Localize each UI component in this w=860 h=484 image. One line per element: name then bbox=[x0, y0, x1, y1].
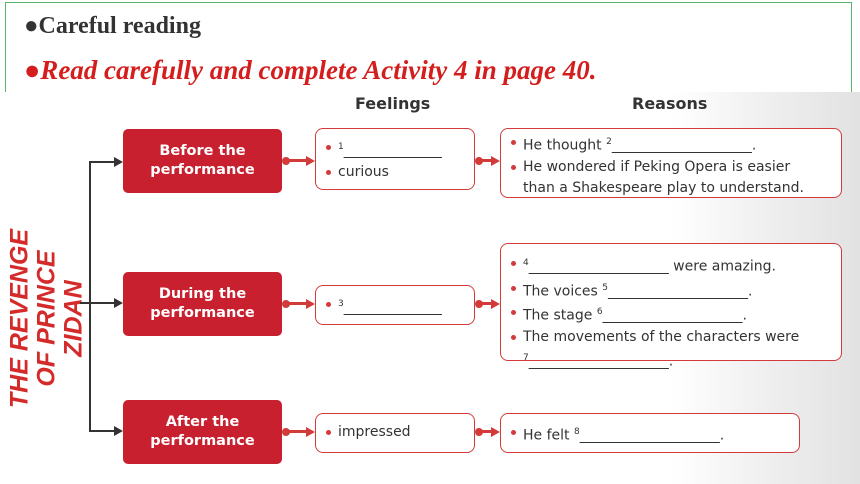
branch-during bbox=[89, 302, 115, 304]
feelings-box-after: impressed bbox=[315, 413, 475, 453]
reasons-box-during: 4____________________ were amazing. The … bbox=[500, 243, 842, 370]
feeling-item-curious: curious bbox=[320, 162, 474, 183]
link-arrow-icon bbox=[306, 299, 315, 309]
feeling-item-3: 3______________ bbox=[320, 294, 474, 319]
blank-3[interactable]: ______________ bbox=[343, 299, 442, 316]
stage-after-performance: After the performance bbox=[123, 400, 282, 464]
link-arrow-icon bbox=[491, 427, 500, 437]
link-arrow-icon bbox=[491, 156, 500, 166]
blank-8[interactable]: ____________________. bbox=[579, 427, 725, 444]
link-line bbox=[479, 159, 493, 162]
tree-root-stub bbox=[80, 302, 90, 304]
reasons-box-before: He thought 2____________________. He won… bbox=[500, 128, 842, 198]
instruction-box: ●Careful reading ●Read carefully and com… bbox=[5, 2, 852, 94]
blank-4[interactable]: ____________________ were amazing. bbox=[528, 258, 777, 275]
arrow-head-before bbox=[114, 157, 123, 167]
arrow-head-after bbox=[114, 426, 123, 436]
story-diagram: Feelings Reasons THE REVENGE OF PRINCE Z… bbox=[0, 92, 860, 484]
tree-trunk bbox=[89, 161, 91, 431]
reason-item-7: 7____________________. bbox=[523, 352, 674, 370]
blank-7[interactable]: ____________________. bbox=[528, 353, 674, 370]
reason-item-5: The voices 5____________________. bbox=[505, 278, 841, 303]
reason-item-6: The stage 6____________________. bbox=[505, 302, 841, 327]
link-line bbox=[479, 430, 493, 433]
reasons-box-after: He felt 8____________________. bbox=[500, 413, 800, 453]
stage-before-performance: Before the performance bbox=[123, 129, 282, 193]
blank-6[interactable]: ____________________. bbox=[602, 307, 747, 324]
feeling-item-1: 1______________ bbox=[320, 137, 474, 162]
instruction-text: ●Read carefully and complete Activity 4 … bbox=[24, 55, 597, 85]
blank-2[interactable]: ____________________. bbox=[611, 137, 757, 154]
feelings-box-during: 3______________ bbox=[315, 285, 475, 325]
reason-item-wondered-cont: than a Shakespeare play to understand. bbox=[523, 179, 804, 196]
arrow-head-during bbox=[114, 298, 123, 308]
feelings-column-header: Feelings bbox=[355, 94, 431, 113]
feelings-box-before: 1______________ curious bbox=[315, 128, 475, 190]
link-arrow-icon bbox=[306, 156, 315, 166]
branch-after bbox=[89, 430, 115, 432]
reasons-column-header: Reasons bbox=[632, 94, 708, 113]
branch-before bbox=[89, 161, 115, 163]
reason-item-wondered: He wondered if Peking Opera is easier bbox=[505, 157, 841, 178]
link-arrow-icon bbox=[306, 427, 315, 437]
reason-item-8: He felt 8____________________. bbox=[505, 422, 799, 447]
diagram-title: THE REVENGE OF PRINCE ZIDAN bbox=[5, 228, 88, 409]
blank-5[interactable]: ____________________. bbox=[608, 283, 753, 300]
section-heading: ●Careful reading bbox=[24, 13, 201, 39]
reason-item-movements: The movements of the characters were bbox=[505, 327, 841, 348]
link-line bbox=[286, 159, 308, 162]
link-arrow-icon bbox=[491, 299, 500, 309]
reason-item-4: 4____________________ were amazing. bbox=[505, 253, 841, 278]
blank-1[interactable]: ______________ bbox=[343, 142, 442, 159]
link-line bbox=[479, 302, 493, 305]
reason-item-2: He thought 2____________________. bbox=[505, 132, 841, 157]
link-line bbox=[286, 430, 308, 433]
link-line bbox=[286, 302, 308, 305]
feeling-item-impressed: impressed bbox=[320, 422, 474, 443]
stage-during-performance: During the performance bbox=[123, 272, 282, 336]
